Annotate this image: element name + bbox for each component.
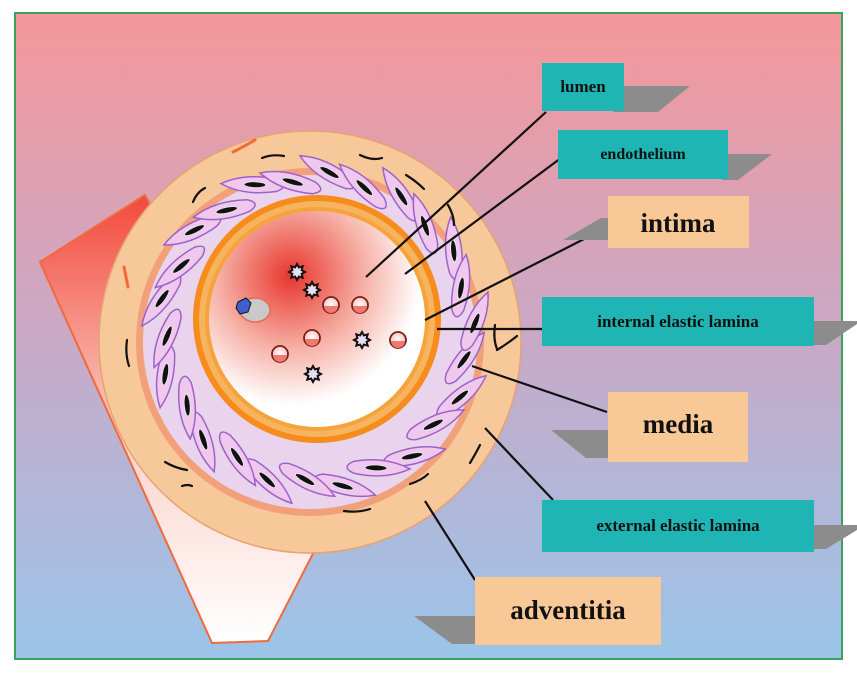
platelet	[305, 366, 321, 382]
label-lumen-text: lumen	[560, 77, 606, 96]
platelet	[304, 282, 320, 298]
label-internal-elastic-lamina-text: internal elastic lamina	[597, 312, 759, 331]
platelet	[289, 264, 305, 280]
label-external-elastic-lamina-text: external elastic lamina	[596, 516, 760, 535]
lumen	[209, 211, 425, 427]
label-media-text: media	[643, 409, 714, 439]
label-endothelium-text: endothelium	[600, 146, 686, 163]
label-adventitia-text: adventitia	[510, 595, 626, 625]
label-external-elastic-lamina: external elastic lamina	[542, 500, 857, 552]
label-internal-elastic-lamina: internal elastic lamina	[542, 297, 857, 346]
label-intima-text: intima	[640, 208, 716, 238]
platelet	[354, 332, 370, 348]
